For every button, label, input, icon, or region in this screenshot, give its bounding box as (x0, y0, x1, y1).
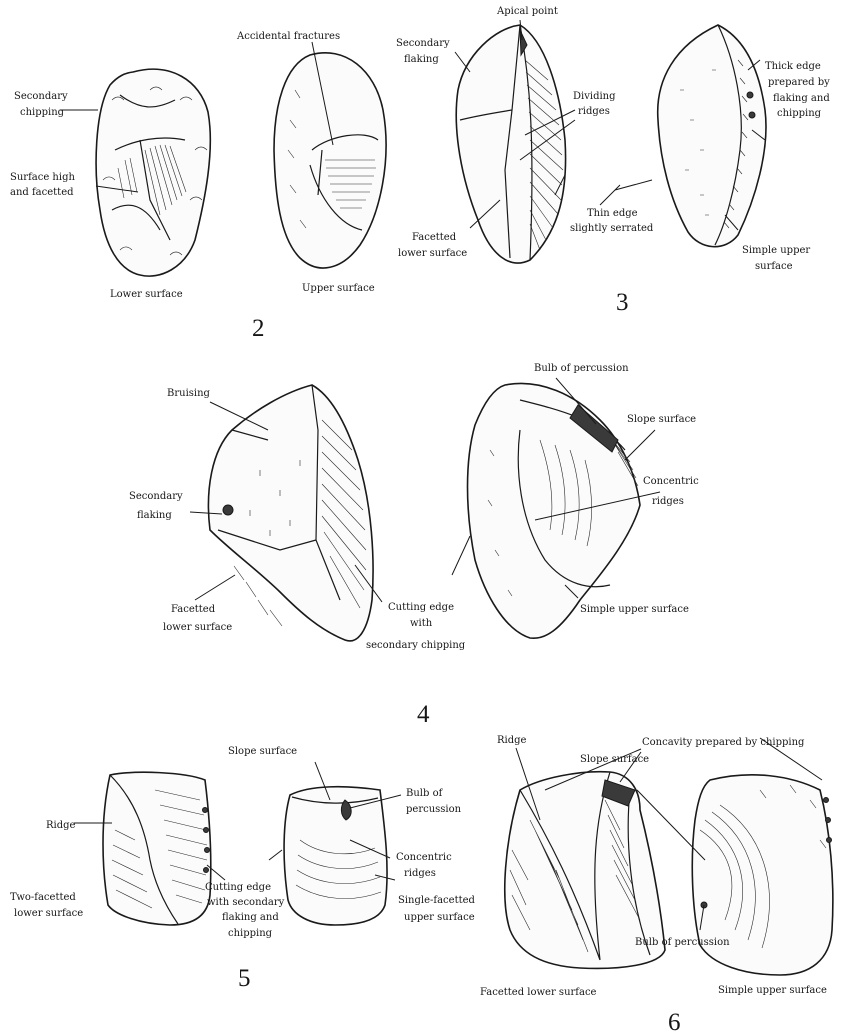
fig6-label-ridge: Ridge (497, 735, 527, 746)
fig5-label-cutting-edge-3: flaking and (222, 912, 279, 923)
fig6-caption-facetted-lower-surface: Facetted lower surface (480, 987, 597, 998)
fig3-label-simple-upper-2: surface (755, 261, 793, 272)
fig5-label-cutting-edge-2: with secondary (207, 897, 285, 908)
fig6-label-bulb-of-percussion: Bulb of percussion (635, 937, 730, 948)
fig4-label-simple-upper-surface: Simple upper surface (580, 604, 689, 615)
figure-number-3: 3 (616, 289, 629, 316)
fig4-lower-surface-drawing (208, 385, 373, 641)
fig3-upper-surface-drawing (658, 25, 766, 247)
fig3-label-secondary-flaking-2: flaking (404, 54, 439, 65)
fig2-label-surface-high-2: and facetted (10, 187, 74, 198)
fig5-lower-surface-drawing (103, 772, 211, 925)
fig3-label-dividing-ridges-2: ridges (578, 106, 610, 117)
fig3-label-simple-upper-1: Simple upper (742, 245, 810, 256)
fig4-label-facetted-lower-1: Facetted (171, 604, 216, 615)
fig5-label-cutting-edge-4: chipping (228, 928, 273, 939)
figure-2: Secondary chipping Surface high and face… (10, 31, 386, 342)
fig2-upper-surface-drawing (274, 53, 386, 268)
fig4-label-cutting-edge-3: secondary chipping (366, 640, 466, 651)
fig4-label-concentric-2: ridges (652, 496, 684, 507)
fig3-label-thick-edge-4: chipping (777, 108, 822, 119)
fig2-caption-upper-surface: Upper surface (302, 283, 375, 294)
fig4-label-secondary-flaking-1: Secondary (129, 491, 183, 502)
fig5-label-single-facetted-1: Single-facetted (398, 895, 476, 906)
fig3-label-thick-edge-2: prepared by (768, 77, 830, 88)
fig2-lower-surface-drawing (96, 69, 210, 276)
figure-3: Apical point Secondary flaking Dividing … (396, 6, 830, 316)
fig5-label-cutting-edge-1: Cutting edge (205, 882, 271, 893)
fig4-label-bruising: Bruising (167, 388, 211, 399)
fig4-upper-surface-drawing (468, 383, 641, 638)
fig4-label-slope-surface: Slope surface (627, 414, 696, 425)
fig2-label-surface-high-1: Surface high (10, 172, 75, 183)
fig2-label-secondary-chipping-2: chipping (20, 107, 65, 118)
fig5-label-slope-surface: Slope surface (228, 746, 297, 757)
fig3-lower-surface-drawing (456, 25, 565, 263)
figure-number-4: 4 (417, 701, 430, 728)
fig4-label-concentric-1: Concentric (643, 476, 699, 487)
fig4-label-secondary-flaking-2: flaking (137, 510, 172, 521)
fig3-label-thick-edge-3: flaking and (773, 93, 830, 104)
fig6-label-concavity: Concavity prepared by chipping (642, 737, 805, 748)
figure-5: Ridge Two-facetted lower surface Cutting… (10, 746, 476, 992)
fig3-label-facetted-lower-1: Facetted (412, 232, 457, 243)
fig5-label-two-facetted-1: Two-facetted (10, 892, 76, 903)
fig5-label-concentric-2: ridges (404, 868, 436, 879)
fig3-label-thick-edge-1: Thick edge (765, 61, 821, 72)
fig3-label-apical-point: Apical point (496, 6, 558, 17)
figure-number-5: 5 (238, 965, 251, 992)
fig3-label-dividing-ridges-1: Dividing (573, 91, 616, 102)
fig5-label-ridge: Ridge (46, 820, 76, 831)
fig3-label-thin-edge-1: Thin edge (587, 208, 638, 219)
fig2-caption-lower-surface: Lower surface (110, 289, 183, 300)
fig5-label-single-facetted-2: upper surface (404, 912, 475, 923)
fig3-label-secondary-flaking-1: Secondary (396, 38, 450, 49)
fig3-label-facetted-lower-2: lower surface (398, 248, 467, 259)
figure-6: Ridge Slope surface Concavity prepared b… (480, 735, 833, 1035)
fig2-label-secondary-chipping-1: Secondary (14, 91, 68, 102)
fig6-label-slope-surface: Slope surface (580, 754, 649, 765)
figure-4: Bruising Secondary flaking Facetted lowe… (129, 363, 699, 728)
fig5-label-bulb-1: Bulb of (406, 788, 444, 799)
fig5-label-two-facetted-2: lower surface (14, 908, 83, 919)
fig4-label-facetted-lower-2: lower surface (163, 622, 232, 633)
figure-number-2: 2 (252, 315, 265, 342)
fig3-label-thin-edge-2: slightly serrated (570, 223, 654, 234)
fig5-label-concentric-1: Concentric (396, 852, 452, 863)
fig4-label-bulb-of-percussion: Bulb of percussion (534, 363, 629, 374)
fig5-upper-surface-drawing (284, 787, 387, 925)
fig5-label-bulb-2: percussion (406, 804, 462, 815)
fig4-label-cutting-edge-1: Cutting edge (388, 602, 454, 613)
figure-number-6: 6 (668, 1009, 681, 1035)
fig4-label-cutting-edge-2: with (410, 618, 433, 629)
fig6-caption-simple-upper-surface: Simple upper surface (718, 985, 827, 996)
fig2-label-accidental-fractures: Accidental fractures (236, 31, 340, 42)
